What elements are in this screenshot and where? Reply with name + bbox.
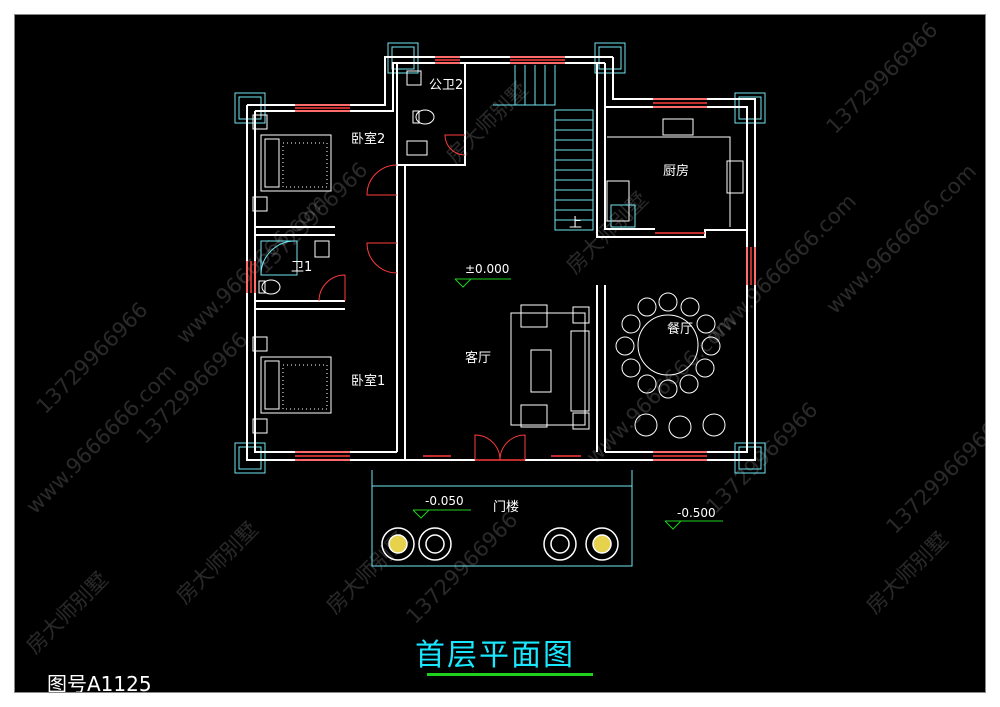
room-label-bedroom2: 卧室2 xyxy=(351,131,385,147)
watermark-brand: 房大师别墅 xyxy=(22,567,113,658)
watermark-phone: 13729966966 xyxy=(822,18,943,139)
floor-plan: 13729966966 13729966966 13729966966 1372… xyxy=(22,18,986,659)
bath-fixtures xyxy=(258,70,435,295)
room-label-bath1: 卫1 xyxy=(291,260,312,275)
windows xyxy=(246,56,756,461)
room-label-bedroom1: 卧室1 xyxy=(351,373,385,389)
watermark-brand: 房大师别墅 xyxy=(862,527,953,618)
room-label-porch: 门楼 xyxy=(493,500,519,515)
staircase xyxy=(493,65,594,231)
bed-bedroom1 xyxy=(252,336,332,434)
watermark-brand: 房大师别墅 xyxy=(172,517,263,608)
room-label-dining: 餐厅 xyxy=(667,321,693,337)
watermark-phone: 13729966966 xyxy=(402,508,523,629)
room-label-public-wc2: 公卫2 xyxy=(429,78,463,93)
drawing-frame: 13729966966 13729966966 13729966966 1372… xyxy=(14,14,986,693)
watermark-layer: 13729966966 13729966966 13729966966 1372… xyxy=(22,18,986,659)
porch-columns xyxy=(381,527,619,561)
walls xyxy=(246,56,756,461)
kitchen-fixtures xyxy=(606,118,744,228)
stair-up-label: 上 xyxy=(569,216,582,231)
watermark-phone: 13729966966 xyxy=(882,418,986,539)
title-underline xyxy=(427,673,593,676)
room-label-kitchen: 厨房 xyxy=(663,163,689,179)
elevation-floor: ±0.000 xyxy=(465,262,509,276)
figure-number: 图号A1125 xyxy=(47,672,152,693)
elevation-markers xyxy=(412,278,723,530)
living-furniture xyxy=(510,304,590,430)
doors xyxy=(318,134,526,461)
drawing-title: 首层平面图 xyxy=(415,638,575,673)
dining-table xyxy=(615,292,726,439)
watermark-site: www.9666666.com xyxy=(822,159,981,318)
elevation-porch: -0.050 xyxy=(425,494,464,508)
porch-outline xyxy=(371,470,633,567)
watermark-site: www.9666666.com xyxy=(702,189,861,348)
room-label-living: 客厅 xyxy=(465,350,491,366)
elevation-outside: -0.500 xyxy=(677,506,716,520)
bed-bedroom2 xyxy=(252,114,332,212)
